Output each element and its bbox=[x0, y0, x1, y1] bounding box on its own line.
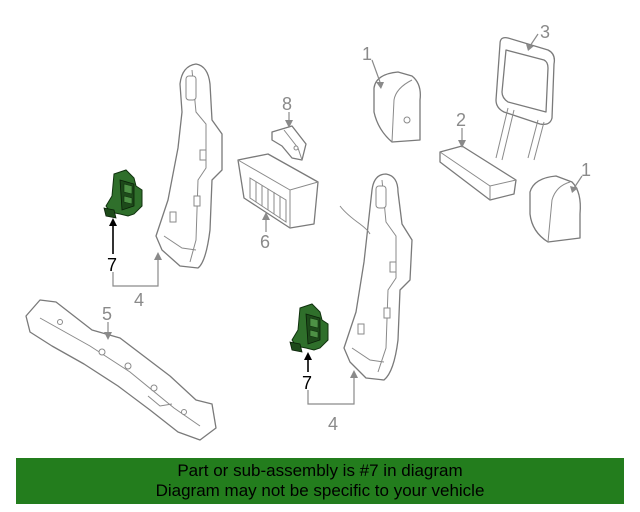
part-2-tray bbox=[439, 145, 517, 201]
part-3-headrest-frame bbox=[495, 36, 556, 161]
callout-7-lower: 7 bbox=[302, 373, 312, 393]
callout-1-upper: 1 bbox=[362, 44, 372, 64]
callout-4-lower: 4 bbox=[328, 414, 338, 434]
banner-line-2: Diagram may not be specific to your vehi… bbox=[155, 481, 485, 500]
callout-4-bracket-upper bbox=[112, 252, 162, 287]
seat-frame-lower-right bbox=[339, 173, 413, 381]
callout-4-bracket-lower bbox=[307, 370, 358, 405]
part-7-highlight-upper bbox=[103, 169, 143, 219]
part-1-upper-cover bbox=[373, 71, 421, 143]
seat-frame-upper-left bbox=[155, 63, 223, 269]
info-banner: Part or sub-assembly is #7 in diagram Di… bbox=[16, 458, 624, 504]
callout-1-lower: 1 bbox=[581, 160, 591, 180]
part-1-lower-cover bbox=[529, 175, 581, 243]
parts-diagram: 1 1 2 3 8 bbox=[25, 22, 591, 441]
callout-7-upper: 7 bbox=[107, 255, 117, 275]
part-8-bracket bbox=[271, 125, 307, 161]
callout-6: 6 bbox=[260, 232, 270, 252]
callout-4-upper: 4 bbox=[134, 290, 144, 310]
part-5-cross-member bbox=[25, 299, 217, 441]
part-6-storage-box bbox=[237, 153, 319, 229]
callout-5: 5 bbox=[102, 304, 112, 324]
banner-line-1: Part or sub-assembly is #7 in diagram bbox=[177, 461, 463, 480]
part-7-highlight-lower bbox=[289, 303, 329, 353]
callout-8: 8 bbox=[282, 94, 292, 114]
callout-3: 3 bbox=[540, 22, 550, 42]
callout-2: 2 bbox=[456, 110, 466, 130]
